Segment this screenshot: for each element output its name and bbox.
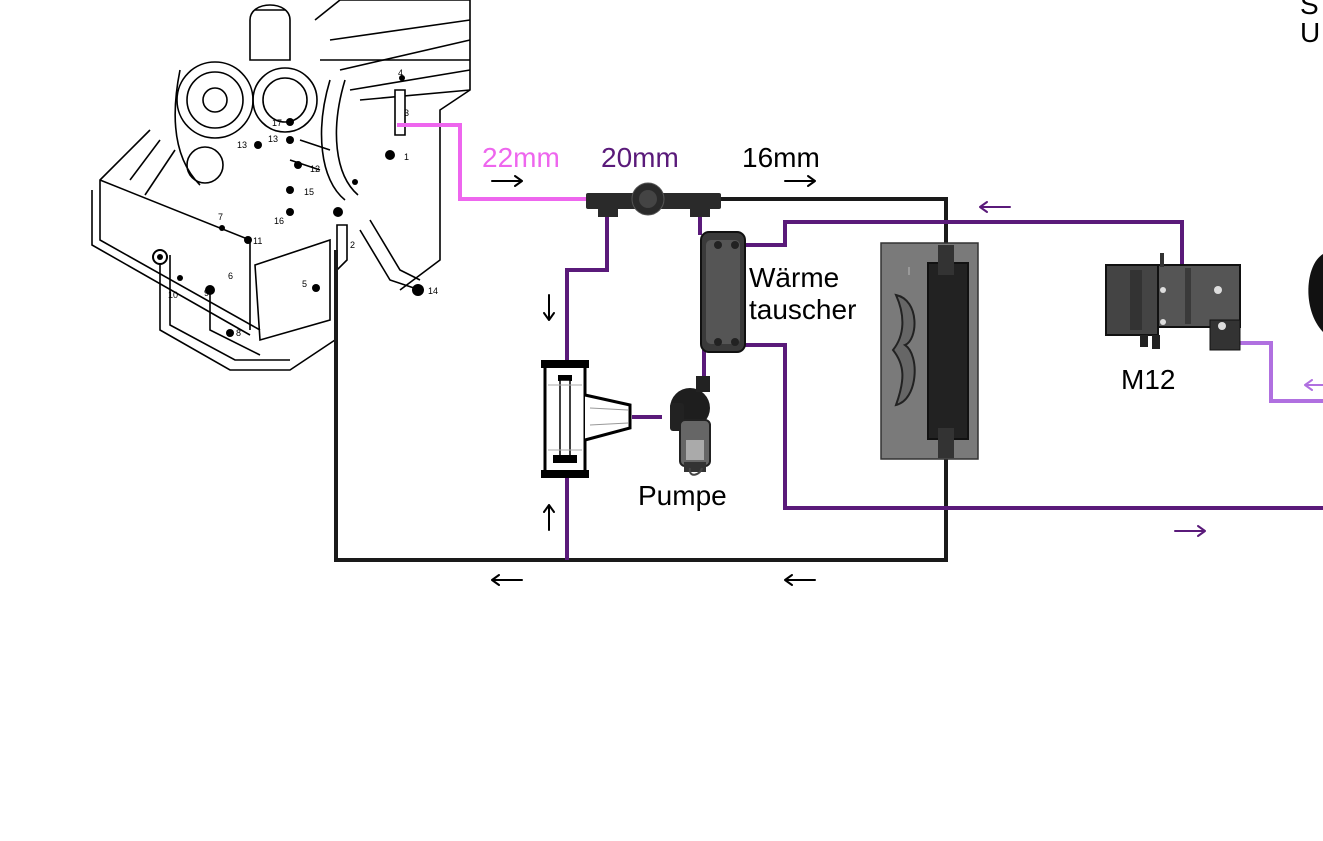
engine-part-number: 11 [253, 236, 262, 246]
pump [670, 376, 711, 476]
arrow-down-icon [543, 294, 555, 321]
arrow-up-icon [543, 504, 555, 531]
right-edge-component [1308, 254, 1323, 332]
arrow-left-icon [491, 574, 523, 586]
heat-exchanger [700, 231, 746, 353]
label-corner-bottom: U [1300, 17, 1320, 48]
filter-fitting [541, 360, 632, 478]
arrow-left-icon [784, 574, 816, 586]
engine-drawing-details [152, 75, 424, 337]
engine-part-number: 12 [310, 164, 320, 174]
engine-part-number: 9 [204, 288, 209, 298]
pipe-16mm-loop [334, 197, 948, 562]
label-corner-top: S [1300, 0, 1319, 20]
engine-part-number: 17 [272, 118, 282, 128]
engine-part-number: 15 [304, 187, 314, 197]
engine-part-number: 2 [350, 240, 355, 250]
label-pump: Pumpe [638, 480, 727, 511]
engine-part-number: 6 [228, 271, 233, 281]
engine-part-number: 4 [398, 68, 403, 78]
t-fitting [586, 182, 721, 217]
arrow-left-icon [979, 201, 1011, 213]
engine-part-number: 13 [268, 134, 278, 144]
engine-part-number: 1 [404, 152, 409, 162]
engine-part-number: 16 [274, 216, 284, 226]
label-heat-exchanger-line1: Wärme [749, 262, 839, 293]
arrow-right-icon [1174, 525, 1206, 537]
arrow-left-icon [1304, 379, 1323, 391]
engine-part-number: 8 [236, 328, 241, 338]
label-20mm: 20mm [601, 142, 679, 173]
label-22mm: 22mm [482, 142, 560, 173]
arrow-right-icon [491, 175, 523, 187]
engine-part-number: 10 [168, 290, 178, 300]
radiator [880, 242, 979, 460]
label-heat-exchanger-line2: tauscher [749, 294, 856, 325]
pipe-20mm [565, 212, 1323, 560]
label-heater: M12 [1121, 364, 1175, 395]
engine-part-number: 5 [302, 279, 307, 289]
pipe-22mm [397, 123, 590, 201]
engine-part-number: 3 [404, 108, 409, 118]
engine-drawing [91, 0, 471, 371]
pipe-return-light [1240, 341, 1323, 403]
heater-m12 [1105, 253, 1241, 351]
flow-arrows [491, 175, 1323, 586]
engine-part-numbers: 17 13 12 15 16 7 11 6 10 9 8 5 4 3 2 14 … [168, 68, 438, 338]
arrow-right-icon [784, 175, 816, 187]
engine-part-number: 14 [428, 286, 438, 296]
label-16mm: 16mm [742, 142, 820, 173]
engine-part-number: 13 [237, 140, 247, 150]
engine-part-number: 7 [218, 212, 223, 222]
